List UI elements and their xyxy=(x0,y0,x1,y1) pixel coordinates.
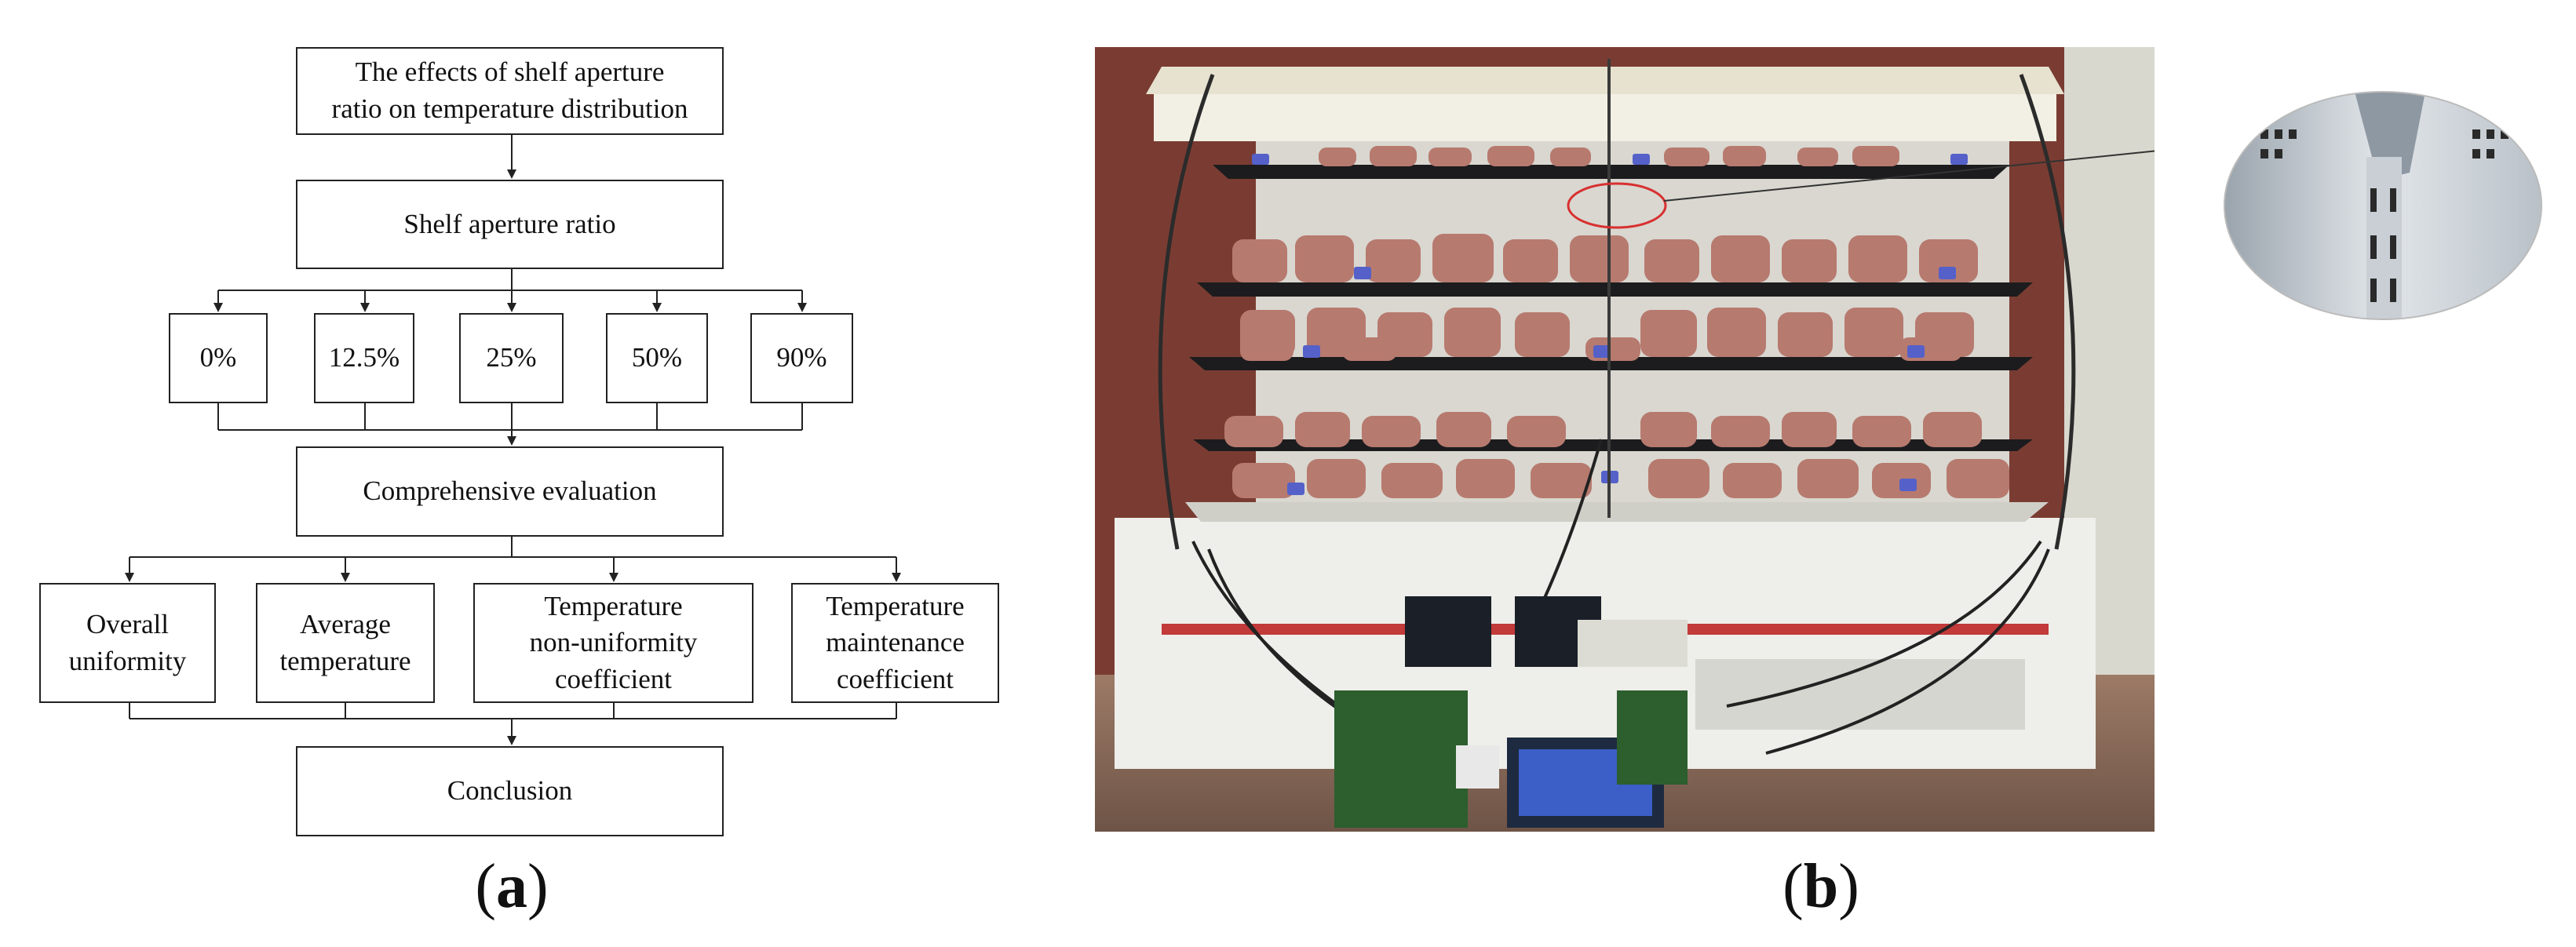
ratio-box-50: 50% xyxy=(606,313,708,403)
shelf-2 xyxy=(1197,282,2033,297)
callout-line xyxy=(1663,150,2155,202)
cabinet-canopy xyxy=(1146,67,2064,94)
title-box: The effects of shelf aperture ratio on t… xyxy=(296,47,724,135)
aperture-slots xyxy=(2260,129,2508,302)
metric-non-uniformity-coefficient: Temperature non-uniformity coefficient xyxy=(473,583,753,703)
metric-overall-uniformity: Overall uniformity xyxy=(39,583,216,703)
zoom-oval xyxy=(2224,92,2541,319)
power-strip xyxy=(1578,620,1688,667)
circuit-board-1 xyxy=(1334,690,1468,828)
comprehensive-evaluation-box: Comprehensive evaluation xyxy=(296,446,724,537)
temperature-sensors xyxy=(1252,154,1968,495)
shelf-1 xyxy=(1213,165,2009,179)
meter xyxy=(1456,745,1499,789)
panel-a-label: (a) xyxy=(475,852,549,921)
shelf-3 xyxy=(1189,357,2033,370)
conclusion-box: Conclusion xyxy=(296,746,724,836)
ratio-box-25: 25% xyxy=(459,313,564,403)
cabinet-top-panel xyxy=(1154,94,2056,141)
metric-maintenance-coefficient: Temperature maintenance coefficient xyxy=(791,583,999,703)
meat-pieces xyxy=(1224,146,2009,498)
highlight-circle xyxy=(1567,182,1667,229)
shelf-aperture-ratio-box: Shelf aperture ratio xyxy=(296,180,724,269)
ratio-box-90: 90% xyxy=(750,313,853,403)
ratio-box-0: 0% xyxy=(169,313,268,403)
ratio-box-12-5: 12.5% xyxy=(314,313,414,403)
circuit-board-2 xyxy=(1617,690,1688,785)
controller-1 xyxy=(1405,596,1491,667)
glass-frame-right xyxy=(2019,74,2076,550)
panel-b-label: (b) xyxy=(1782,852,1859,921)
bottom-tray xyxy=(1185,502,2049,522)
metric-average-temperature: Average temperature xyxy=(256,583,435,703)
glass-frame-left xyxy=(1158,74,1215,550)
